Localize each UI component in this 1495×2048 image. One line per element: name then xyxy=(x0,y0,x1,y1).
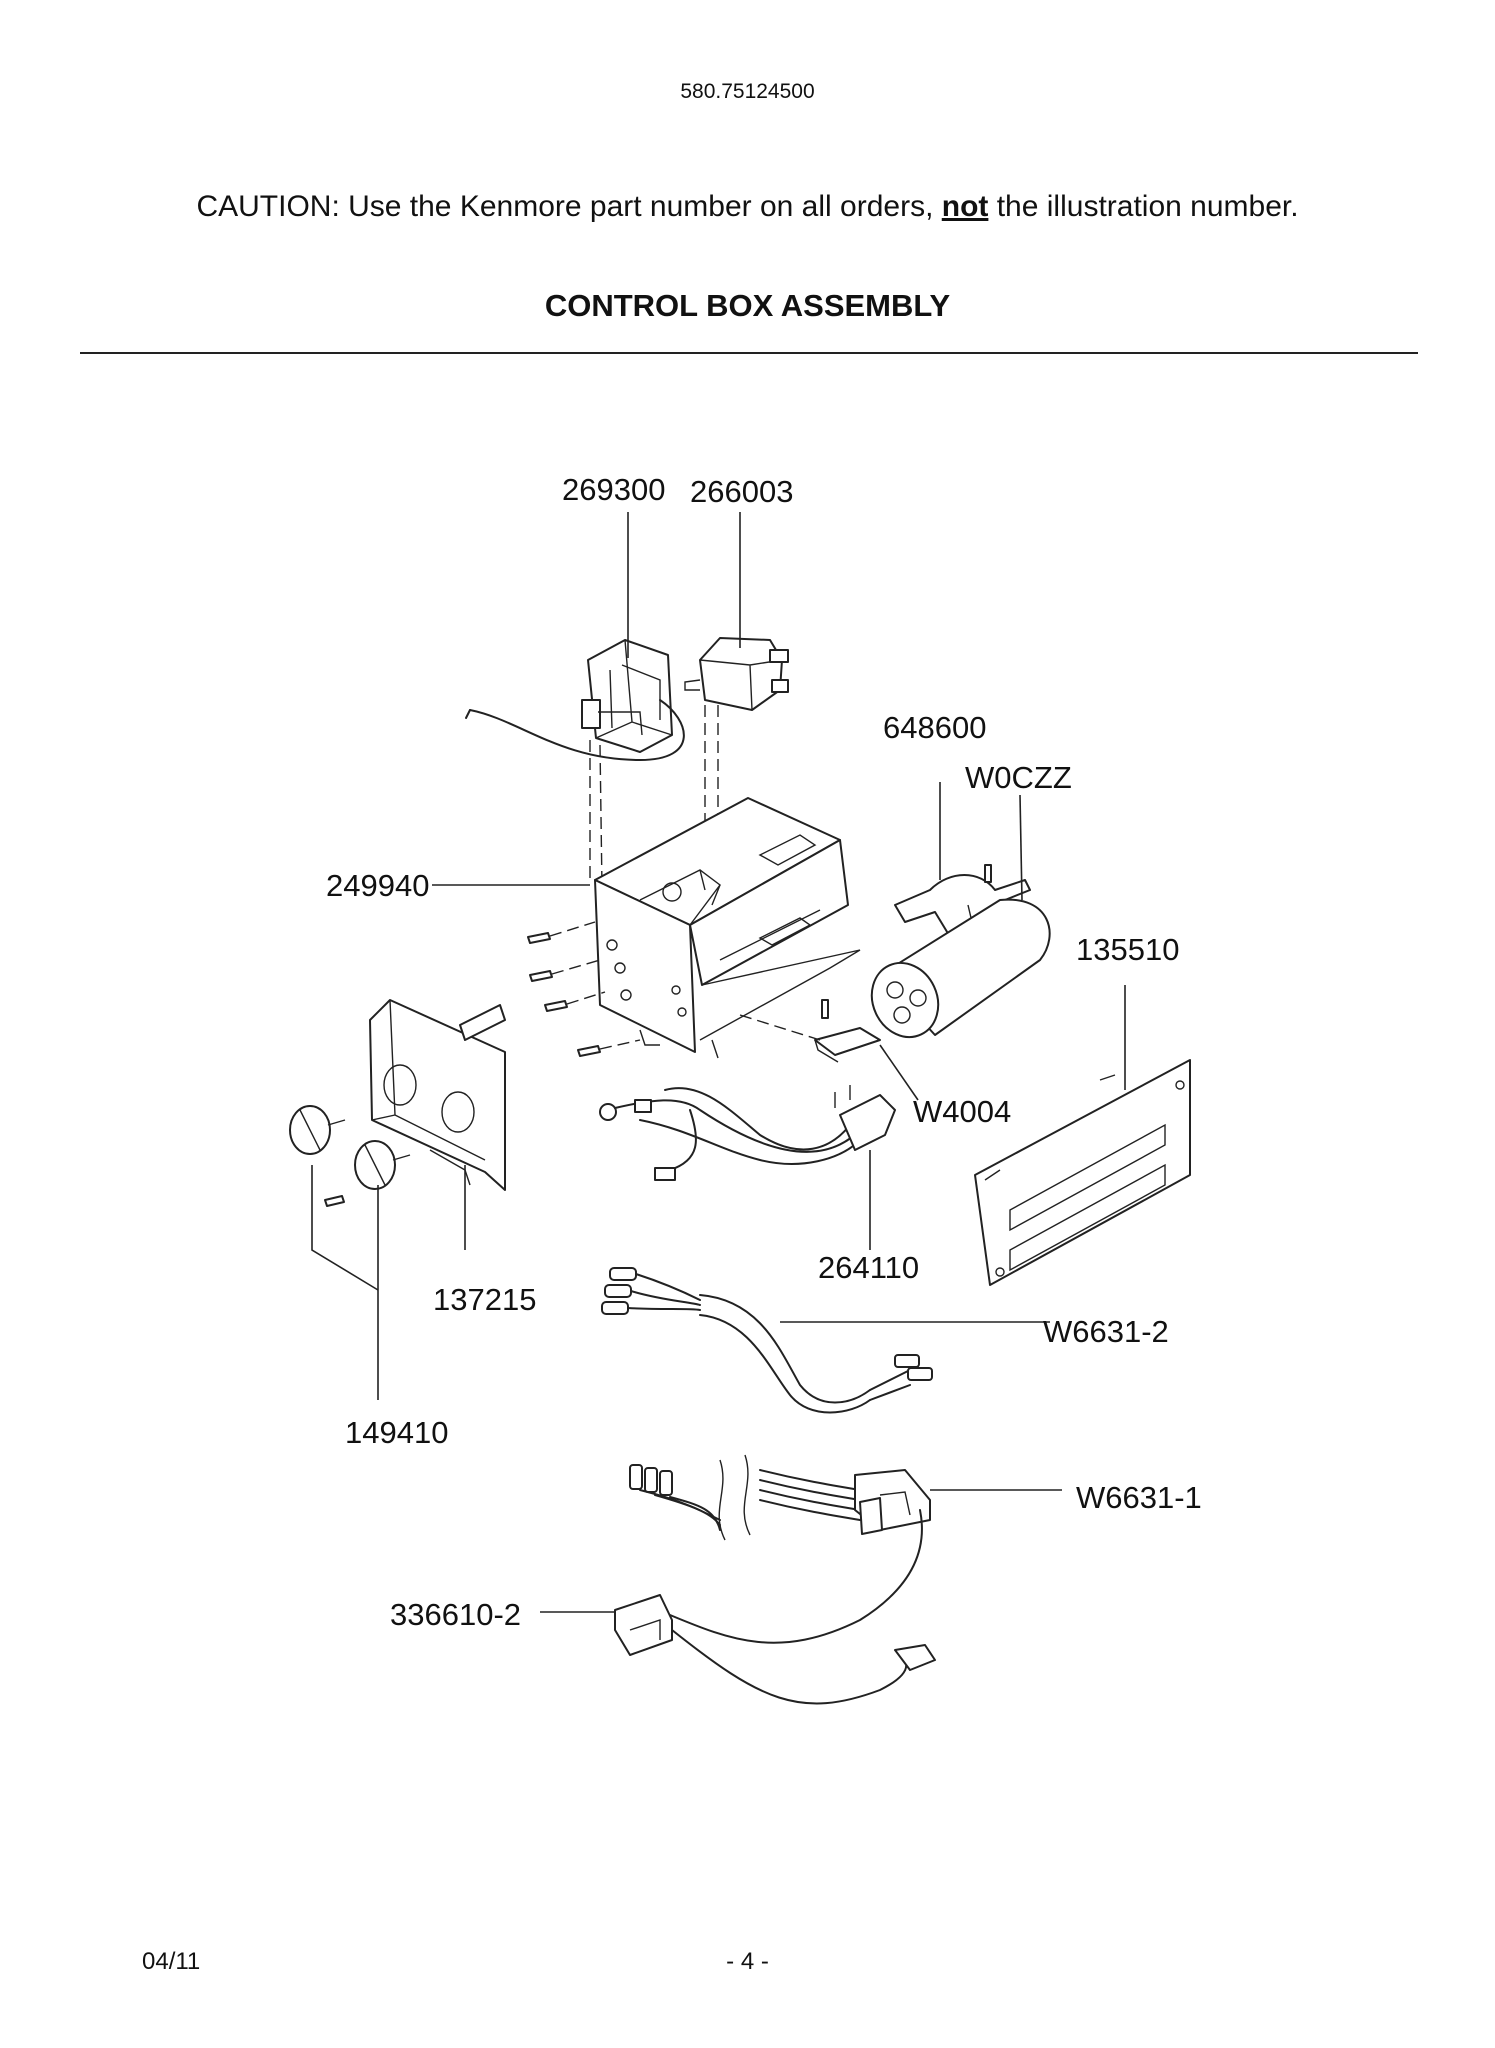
wire-harness-264110 xyxy=(599,1085,896,1181)
label-264110: 264110 xyxy=(818,1250,919,1285)
footer-date: 04/11 xyxy=(142,1948,201,1975)
label-336610-2: 336610-2 xyxy=(390,1597,521,1632)
label-648600: 648600 xyxy=(883,710,986,745)
capacitor-bracket xyxy=(739,999,881,1063)
caution-emphasis: not xyxy=(941,190,989,223)
label-135510: 135510 xyxy=(1076,932,1179,967)
leader-lines xyxy=(311,512,1126,1613)
model-number: 580.75124500 xyxy=(680,80,815,103)
caution-prefix: CAUTION: Use the Kenmore part number on … xyxy=(196,190,942,223)
page-title: CONTROL BOX ASSEMBLY xyxy=(544,288,951,323)
wire-harness-w6631-1 xyxy=(629,1454,931,1541)
control-box-housing xyxy=(594,797,861,1059)
control-panel-bracket xyxy=(369,999,506,1191)
relay-unit xyxy=(684,637,789,711)
page-number: - 4 - xyxy=(726,1948,769,1975)
title-divider xyxy=(80,352,1418,354)
label-w6631-2: W6631-2 xyxy=(1043,1314,1169,1349)
wire-harness-w6631-2 xyxy=(601,1267,933,1414)
label-149410: 149410 xyxy=(345,1415,448,1450)
label-w6631-1: W6631-1 xyxy=(1076,1480,1202,1515)
label-266003: 266003 xyxy=(690,474,793,509)
label-137215: 137215 xyxy=(433,1282,536,1317)
caution-suffix: the illustration number. xyxy=(988,190,1299,223)
label-w0czz: W0CZZ xyxy=(965,760,1072,795)
mounting-screws xyxy=(527,921,641,1057)
thermostat-switch xyxy=(465,639,685,762)
caution-note: CAUTION: Use the Kenmore part number on … xyxy=(0,190,1495,224)
run-capacitor xyxy=(870,898,1051,1038)
label-w4004: W4004 xyxy=(913,1094,1011,1129)
wire-connector-336610-2 xyxy=(614,1497,936,1705)
label-249940: 249940 xyxy=(326,868,429,903)
label-269300: 269300 xyxy=(562,472,665,507)
cover-plate xyxy=(974,1059,1191,1286)
control-knobs xyxy=(289,1105,411,1207)
